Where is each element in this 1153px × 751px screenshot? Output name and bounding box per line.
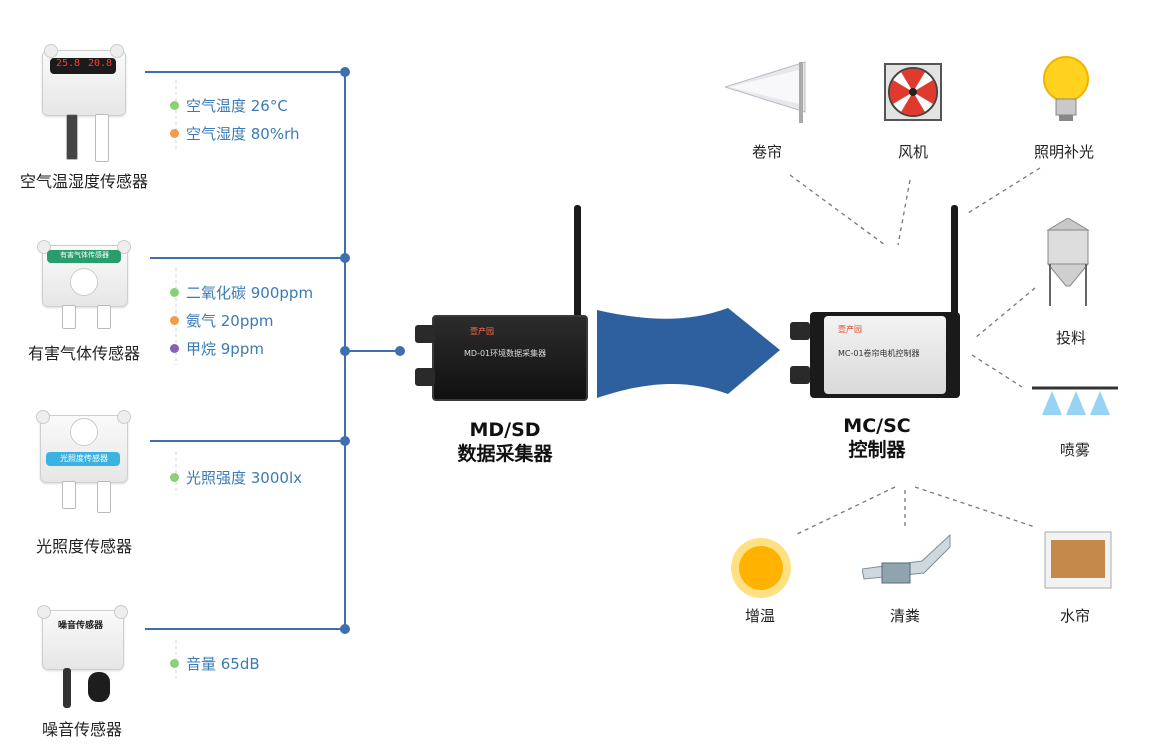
sensor-label-noise: 噪音传感器: [42, 720, 123, 739]
temp-display: 25.8: [56, 58, 81, 69]
actuator-label-fan: 风机: [898, 143, 929, 161]
noise-panel-text: 噪音传感器: [58, 621, 104, 631]
sensor-label-light: 光照度传感器: [36, 537, 133, 556]
reading-air-temp: 空气温度 26°C: [170, 95, 288, 116]
actuator-label-heating: 增温: [745, 607, 776, 625]
sensor-label-gas: 有害气体传感器: [28, 344, 141, 363]
reading-air-humidity: 空气湿度 80%rh: [170, 123, 300, 144]
reading-co2: 二氧化碳 900ppm: [170, 282, 313, 303]
collector-label: MD/SD 数据采集器: [457, 419, 553, 465]
reading-dot: [170, 473, 179, 482]
reading-ammonia: 氨气 20ppm: [170, 310, 274, 331]
collector-brand: 壹产园: [470, 327, 494, 336]
reading-dot: [170, 129, 179, 138]
light-panel-text: 光照度传感器: [60, 454, 108, 463]
actuator-label-water-curtain: 水帘: [1060, 607, 1091, 625]
controller-label: MC/SC 控制器: [843, 415, 911, 461]
reading-methane: 甲烷 9ppm: [170, 338, 264, 359]
controller-brand: 壹产园: [838, 325, 862, 334]
reading-dot: [170, 344, 179, 353]
reading-dot: [170, 659, 179, 668]
controller-device-text: MC-01卷帘电机控制器: [838, 349, 920, 358]
actuator-label-lighting: 照明补光: [1034, 143, 1095, 161]
gas-panel-text: 有害气体传感器: [60, 251, 109, 259]
reading-dot: [170, 101, 179, 110]
actuator-label-spray: 喷雾: [1060, 441, 1091, 459]
humidity-display: 20.8: [88, 58, 113, 69]
sensor-label-temp-humidity: 空气温湿度传感器: [20, 172, 149, 191]
collector-device-text: MD-01环境数据采集器: [464, 349, 547, 358]
actuator-label-manure-cleaning: 清粪: [890, 607, 921, 625]
flow-arrow: [597, 308, 780, 398]
reading-illuminance: 光照强度 3000lx: [170, 467, 302, 488]
reading-noise-volume: 音量 65dB: [170, 653, 260, 674]
actuator-label-feeding: 投料: [1056, 329, 1087, 347]
reading-dot: [170, 316, 179, 325]
reading-dot: [170, 288, 179, 297]
actuator-label-roller-blind: 卷帘: [752, 143, 783, 161]
